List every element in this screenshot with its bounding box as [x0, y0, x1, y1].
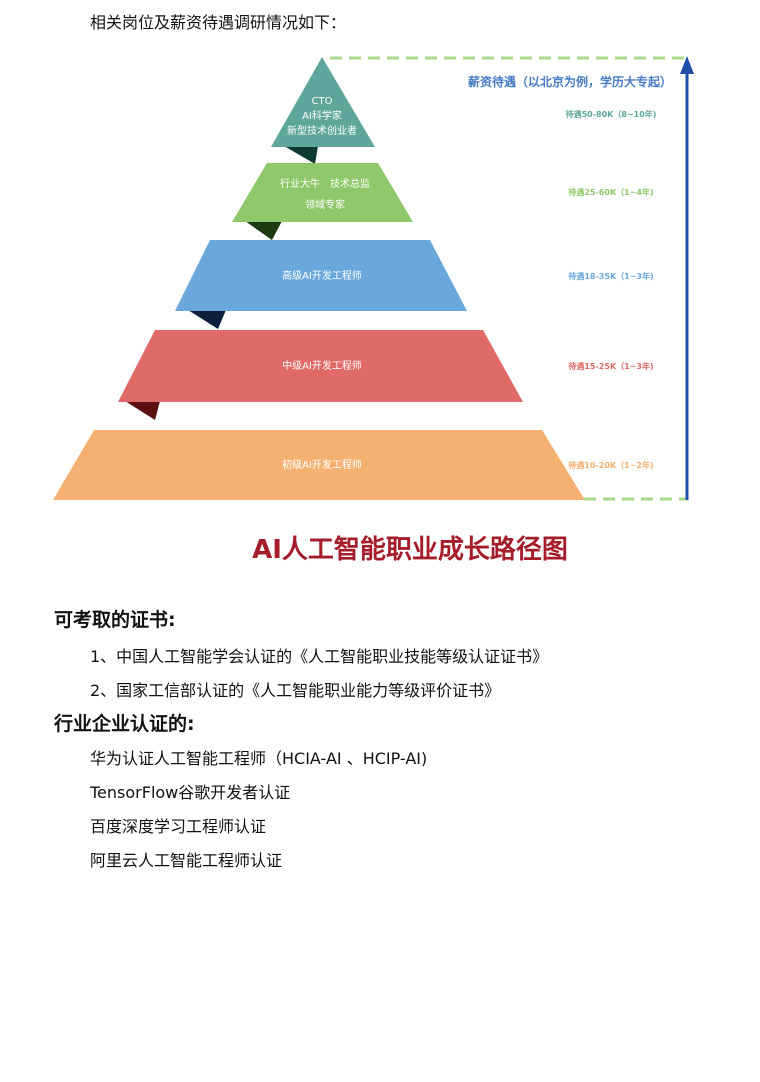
- level-1-label-line-3: 新型技术创业者: [287, 124, 357, 137]
- level-1-salary: 待遇50-80K（8~10年): [565, 109, 657, 119]
- level-1-label-line-2: AI科学家: [302, 109, 342, 122]
- industry-heading: 行业企业认证的:: [54, 713, 195, 735]
- intro-text: 相关岗位及薪资待遇调研情况如下：: [90, 13, 347, 32]
- level-3-label-line-1: 高级AI开发工程师: [282, 269, 362, 282]
- certificates-heading: 可考取的证书:: [54, 609, 176, 631]
- industry-cert-item: 百度深度学习工程师认证: [90, 817, 267, 836]
- industry-cert-item: 阿里云人工智能工程师认证: [90, 851, 283, 870]
- career-pyramid-diagram: 薪资待遇（以北京为例，学历大专起） CTO AI科学家 新型技术创业者 待遇50…: [53, 56, 694, 501]
- pyramid-level-1: [271, 57, 375, 147]
- level-5-salary: 待遇10-20K（1~2年): [567, 460, 653, 470]
- pyramid-level-4: [118, 330, 523, 402]
- level-2-label-line-2: 领域专家: [305, 198, 345, 211]
- industry-cert-item: TensorFlow谷歌开发者认证: [90, 783, 291, 802]
- level-4-salary: 待遇15-25K（1~3年): [567, 361, 653, 371]
- level-5-label-line-1: 初级AI开发工程师: [282, 458, 362, 471]
- level-1-label-line-1: CTO: [312, 96, 333, 107]
- certificate-item: 1、中国人工智能学会认证的《人工智能职业技能等级认证证书》: [90, 647, 549, 666]
- pyramid-level-3: [175, 240, 467, 311]
- chart-title: AI人工智能职业成长路径图: [252, 535, 568, 565]
- level-4-fold-shadow: [125, 401, 160, 420]
- pyramid-level-5: [53, 430, 585, 500]
- pyramid-level-2: [232, 163, 413, 222]
- certificate-item: 2、国家工信部认证的《人工智能职业能力等级评价证书》: [90, 681, 501, 700]
- level-1-fold-shadow: [284, 146, 318, 164]
- salary-axis-label: 薪资待遇（以北京为例，学历大专起）: [468, 74, 672, 89]
- level-3-salary: 待遇18-35K（1~3年): [567, 271, 653, 281]
- salary-axis-arrow-icon: [680, 56, 694, 74]
- level-2-fold-shadow: [245, 221, 282, 240]
- level-4-label-line-1: 中级AI开发工程师: [282, 359, 362, 372]
- level-2-label-line-1: 行业大牛 技术总监: [280, 177, 370, 190]
- level-3-fold-shadow: [188, 310, 226, 329]
- industry-cert-item: 华为认证人工智能工程师（HCIA-AI 、HCIP-AI): [90, 749, 428, 768]
- level-2-salary: 待遇25-60K（1~4年): [567, 187, 653, 197]
